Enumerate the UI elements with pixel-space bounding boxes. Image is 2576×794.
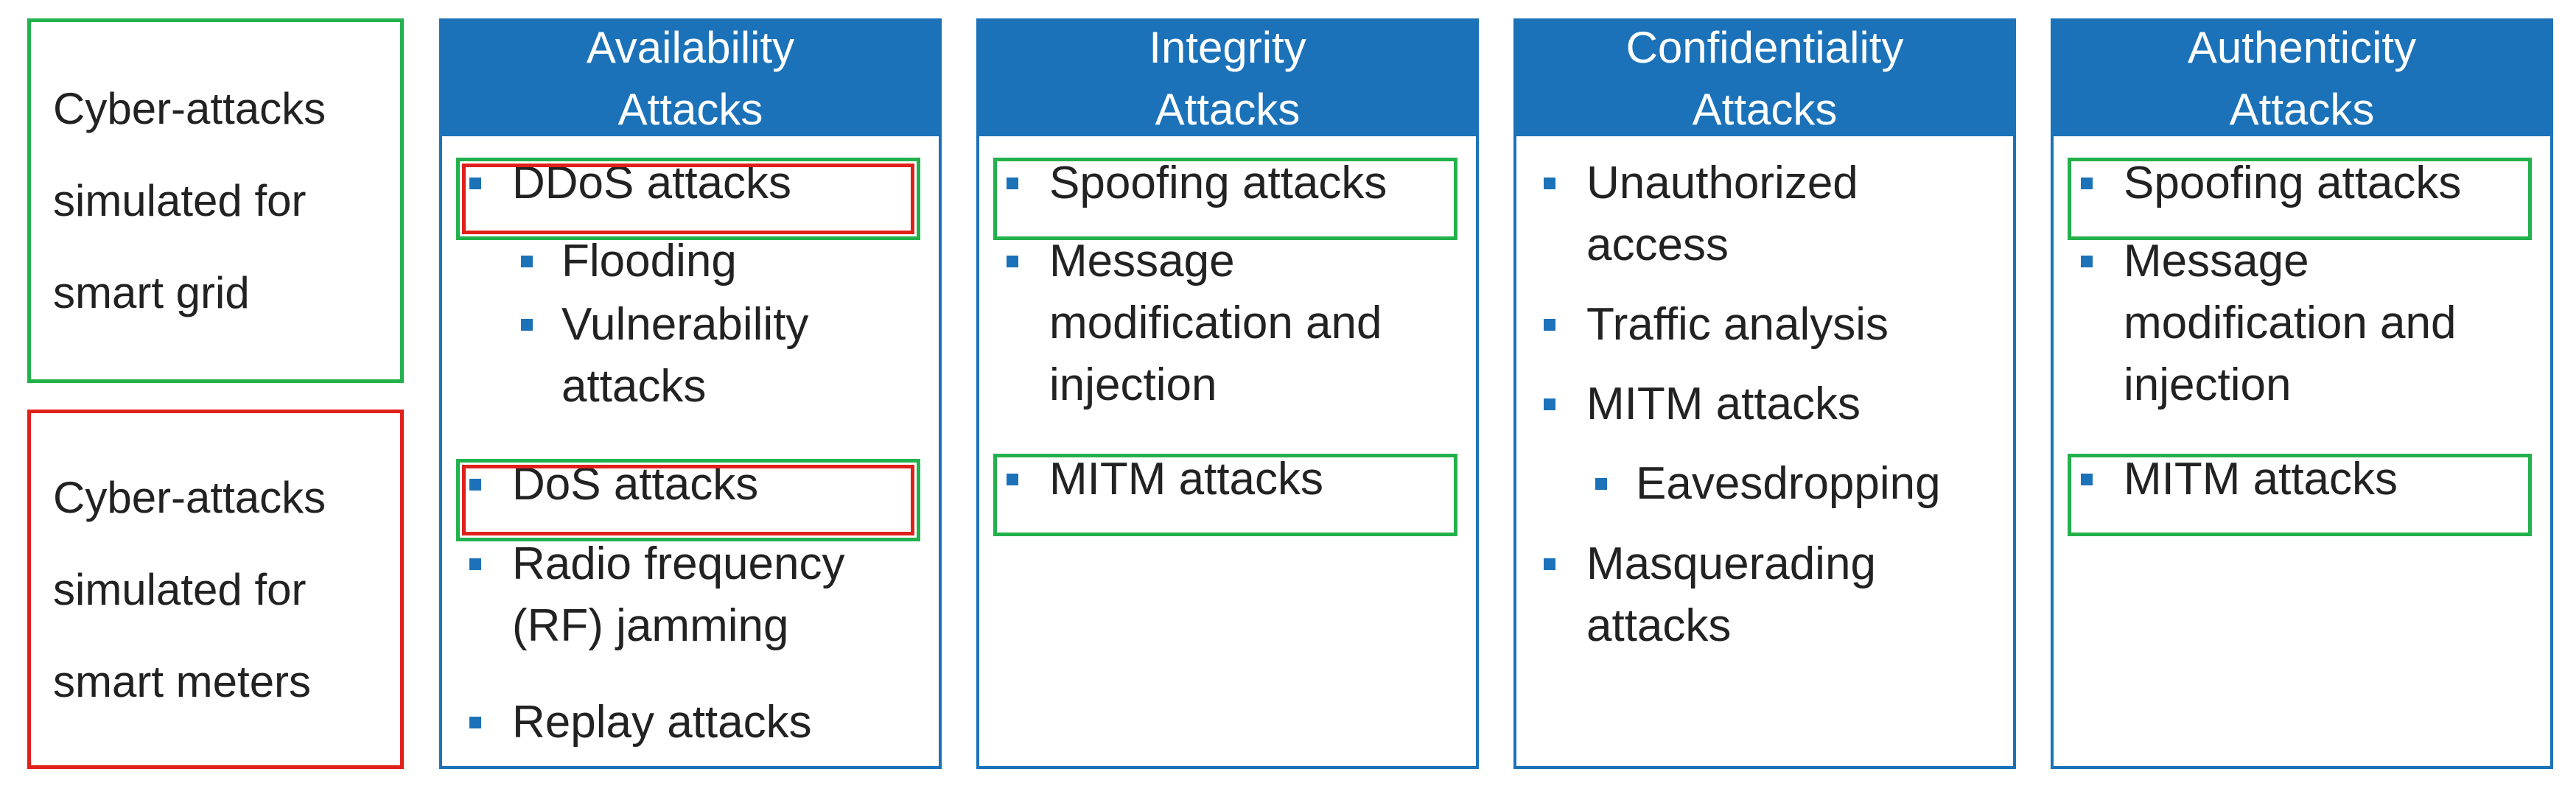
item-text: Flooding: [561, 236, 737, 287]
legend-meters-line-2: simulated for: [53, 564, 307, 614]
item-text: MITM attacks: [1586, 379, 1861, 429]
list-item: Masquerading attacks: [1527, 533, 2002, 657]
bullet-icon: [2081, 474, 2093, 485]
column-title-line-2: Attacks: [2229, 85, 2375, 134]
item-text: Masquerading attacks: [1586, 538, 1876, 651]
bullet-icon: [469, 479, 481, 491]
item-text: MITM attacks: [1049, 454, 1324, 505]
column-title-line-1: Authenticity: [2187, 23, 2417, 72]
list-item: Vulnerability attacks: [508, 294, 928, 418]
bullet-icon: [521, 256, 533, 267]
list-item: DDoS attacks: [453, 152, 928, 214]
bullet-icon: [1544, 558, 1555, 570]
bullet-icon: [1544, 178, 1555, 189]
legend-smart-meters: Cyber-attacks simulated for smart meters: [27, 410, 404, 769]
item-text: Message modification and injection: [1049, 236, 1382, 410]
list-item: Message modification and injection: [2065, 231, 2539, 416]
bullet-icon: [1544, 319, 1555, 331]
column-title-line-1: Confidentiality: [1625, 23, 1904, 72]
column-authenticity: Authenticity Attacks Spoofing attacks Me…: [2051, 18, 2553, 769]
legend-grid-line-2: simulated for: [53, 176, 307, 225]
bullet-icon: [521, 319, 533, 331]
legend-meters-line-3: smart meters: [53, 656, 312, 706]
item-text: Unauthorized access: [1586, 158, 1858, 270]
bullet-icon: [469, 717, 481, 728]
list-item: MITM attacks: [1527, 373, 2002, 435]
column-header: Availability Attacks: [442, 21, 939, 136]
item-text: Message modification and injection: [2124, 236, 2457, 410]
bullet-icon: [1595, 478, 1607, 490]
item-text: Spoofing attacks: [1049, 158, 1387, 208]
column-title-line-1: Availability: [586, 23, 795, 72]
bullet-icon: [469, 178, 481, 189]
bullet-icon: [2081, 178, 2093, 189]
item-text: Vulnerability attacks: [561, 299, 809, 412]
item-text: Replay attacks: [512, 697, 812, 748]
column-availability: Availability Attacks DDoS attacks Floodi…: [439, 18, 942, 769]
column-header: Integrity Attacks: [979, 21, 1476, 136]
column-header: Confidentiality Attacks: [1516, 21, 2013, 136]
item-text: Spoofing attacks: [2124, 158, 2462, 208]
column-header: Authenticity Attacks: [2054, 21, 2550, 136]
list-item: Message modification and injection: [990, 231, 1465, 416]
item-text: Traffic analysis: [1586, 299, 1889, 350]
list-item: Replay attacks: [453, 692, 928, 753]
column-title-line-2: Attacks: [617, 85, 763, 134]
list-item: Spoofing attacks: [2065, 152, 2539, 214]
list-item: Unauthorized access: [1527, 152, 2002, 276]
legend-grid-line-3: smart grid: [53, 268, 250, 317]
list-item: Radio frequency (RF) jamming: [453, 533, 928, 657]
list-item: MITM attacks: [990, 449, 1465, 510]
list-item: Eavesdropping: [1583, 453, 2002, 515]
item-text: MITM attacks: [2124, 454, 2398, 505]
list-item: Spoofing attacks: [990, 152, 1465, 214]
item-text: Radio frequency (RF) jamming: [512, 538, 845, 651]
column-title-line-1: Integrity: [1149, 23, 1306, 72]
list-item: MITM attacks: [2065, 449, 2539, 510]
list-item: Flooding: [508, 231, 928, 292]
column-title-line-2: Attacks: [1692, 85, 1838, 134]
bullet-icon: [1007, 256, 1018, 267]
item-text: DoS attacks: [512, 459, 759, 510]
bullet-icon: [1544, 398, 1555, 410]
legend-smart-grid: Cyber-attacks simulated for smart grid: [27, 18, 404, 383]
bullet-icon: [1007, 178, 1018, 189]
bullet-icon: [1007, 474, 1018, 485]
legend-grid-line-1: Cyber-attacks: [53, 84, 326, 133]
legend-meters-line-1: Cyber-attacks: [53, 472, 326, 522]
bullet-icon: [469, 558, 481, 570]
list-item: DoS attacks: [453, 454, 928, 516]
column-integrity: Integrity Attacks Spoofing attacks Messa…: [976, 18, 1479, 769]
column-confidentiality: Confidentiality Attacks Unauthorized acc…: [1513, 18, 2016, 769]
item-text: Eavesdropping: [1636, 458, 1941, 509]
item-text: DDoS attacks: [512, 158, 792, 208]
list-item: Traffic analysis: [1527, 294, 2002, 356]
column-title-line-2: Attacks: [1155, 85, 1301, 134]
bullet-icon: [2081, 256, 2093, 267]
